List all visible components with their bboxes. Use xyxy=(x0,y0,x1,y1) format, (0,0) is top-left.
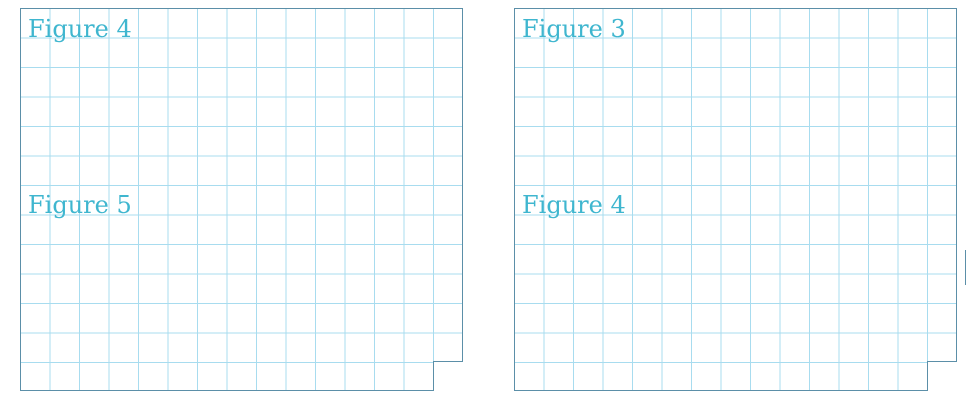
panel-border xyxy=(514,8,957,391)
figure-label-top: Figure 3 xyxy=(522,15,626,43)
figure-label-middle: Figure 5 xyxy=(28,191,132,219)
figure-label-top: Figure 4 xyxy=(28,15,132,43)
panel-border xyxy=(20,8,463,391)
grid-lines xyxy=(514,8,957,391)
figure-label-middle: Figure 4 xyxy=(522,191,626,219)
grid-lines xyxy=(20,8,463,391)
grid-panel-right: Figure 3 Figure 4 xyxy=(514,8,957,391)
grid-panel-left: Figure 4 Figure 5 xyxy=(20,8,463,391)
